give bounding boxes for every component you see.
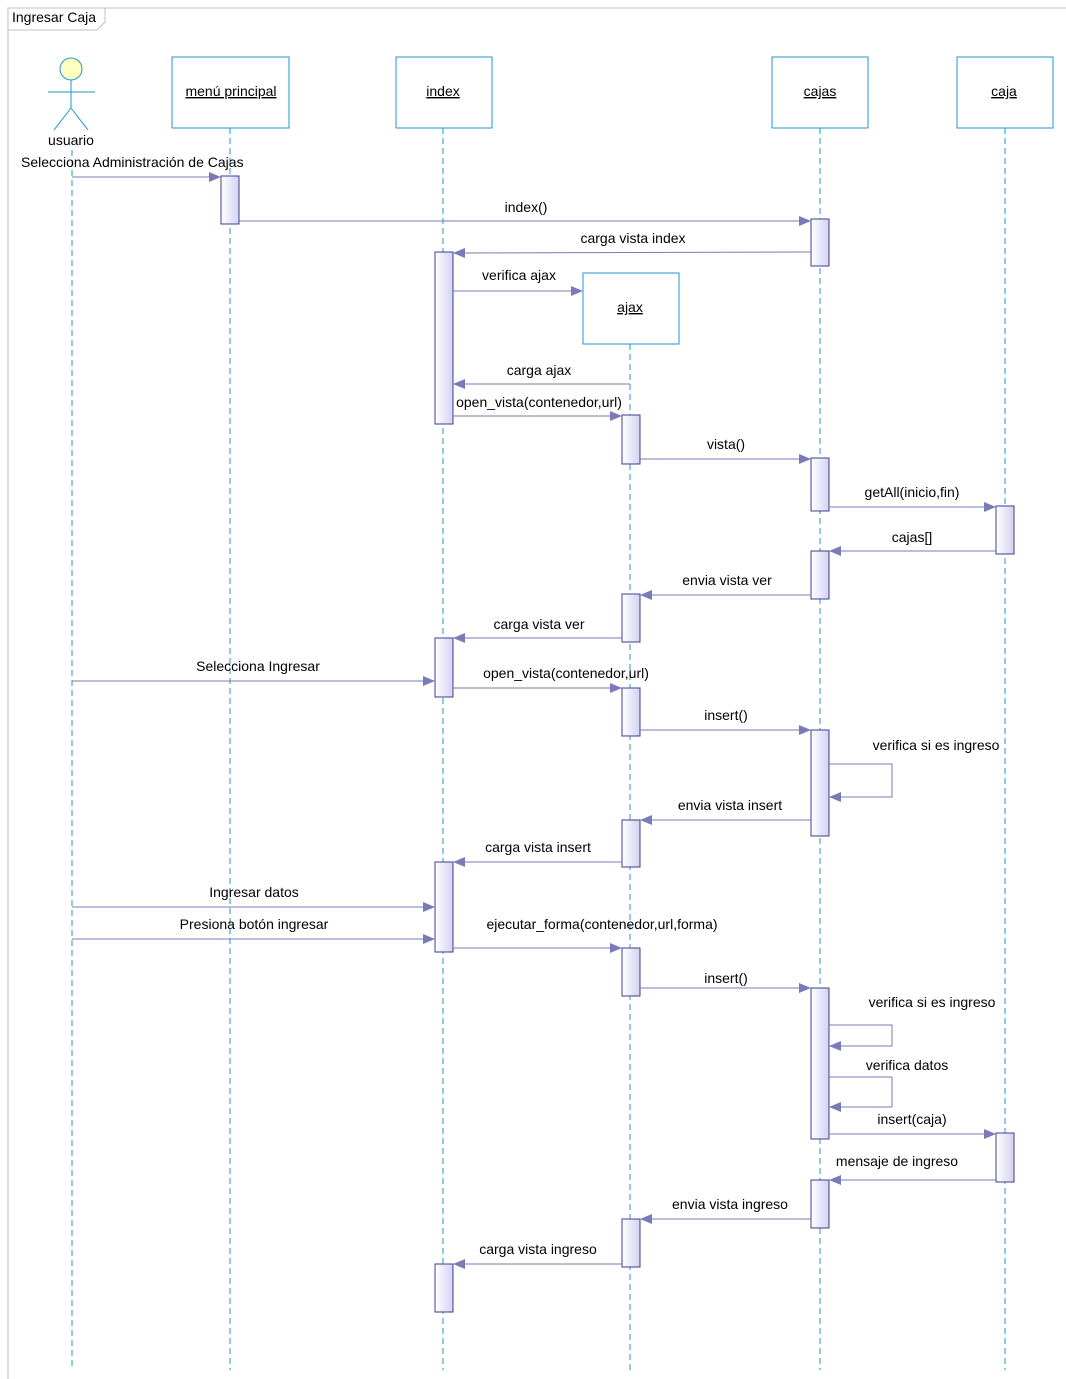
activation-bar [621, 947, 641, 997]
activation-bar [434, 637, 454, 698]
message-label: getAll(inicio,fin) [865, 484, 960, 500]
message-label: insert() [704, 970, 748, 986]
frame: Ingresar Caja [7, 7, 1066, 1379]
activation-bar [810, 987, 830, 1140]
actor-head [59, 57, 83, 81]
lifeline-lines [71, 128, 1006, 1370]
message-label: insert(caja) [877, 1111, 946, 1127]
lifeline-box-index[interactable]: index [395, 56, 493, 129]
activation-bar [434, 251, 454, 425]
lifeline-box-ajax[interactable]: ajax [582, 272, 680, 345]
message-label: insert() [704, 707, 748, 723]
message-label: mensaje de ingreso [836, 1153, 958, 1169]
message-label: carga ajax [507, 362, 572, 378]
lifeline-label-cajas: cajas [804, 83, 837, 99]
actor-usuario[interactable]: usuario [48, 57, 95, 148]
message-arrow [453, 247, 812, 258]
message-label: Ingresar datos [209, 884, 299, 900]
message-label: vista() [707, 436, 745, 452]
activation-bar [995, 1132, 1015, 1183]
activation-bar [621, 1218, 641, 1268]
message-label: open_vista(contenedor,url) [456, 394, 622, 410]
lifeline-label-caja: caja [991, 83, 1017, 99]
message-label: Selecciona Administración de Cajas [21, 154, 244, 170]
lifeline-label-menu: menú principal [185, 83, 276, 99]
lifeline-box-menu[interactable]: menú principal [171, 56, 290, 129]
lifeline-box-caja[interactable]: caja [956, 56, 1054, 129]
activation-bar [621, 687, 641, 737]
activation-bar [434, 1263, 454, 1313]
lifeline-box-cajas[interactable]: cajas [771, 56, 869, 129]
activation-bar [810, 729, 830, 837]
self-message-arrow [829, 763, 893, 802]
activation-bar [434, 861, 454, 953]
activation-bars [220, 175, 1015, 1313]
message-label: carga vista ver [493, 616, 584, 632]
message-label: envia vista ingreso [672, 1196, 788, 1212]
activation-bar [621, 819, 641, 868]
message-arrows [72, 172, 996, 1269]
message-label: verifica datos [866, 1057, 948, 1073]
message-label: Selecciona Ingresar [196, 658, 320, 674]
message-label: verifica si es ingreso [869, 994, 996, 1010]
message-label: cajas[] [892, 529, 932, 545]
activation-bar [810, 457, 830, 512]
actor-label: usuario [48, 132, 94, 148]
message-label: carga vista index [580, 230, 685, 246]
message-label: ejecutar_forma(contenedor,url,forma) [486, 916, 717, 932]
message-label: envia vista insert [678, 797, 782, 813]
self-message-arrow [829, 1076, 893, 1112]
message-label: envia vista ver [682, 572, 772, 588]
activation-bar [621, 414, 641, 465]
self-message-arrow [829, 1024, 893, 1051]
message-label: open_vista(contenedor,url) [483, 665, 649, 681]
activation-bar [810, 1179, 830, 1229]
message-label: verifica ajax [482, 267, 556, 283]
message-label: Presiona botón ingresar [180, 916, 329, 932]
message-label: verifica si es ingreso [873, 737, 1000, 753]
message-label: carga vista ingreso [479, 1241, 597, 1257]
message-label: carga vista insert [485, 839, 591, 855]
activation-bar [810, 218, 830, 267]
activation-bar [220, 175, 240, 225]
message-label: index() [505, 199, 548, 215]
message-labels: Selecciona Administración de Cajas index… [21, 154, 1000, 1257]
lifeline-label-ajax: ajax [617, 299, 643, 315]
activation-bar [621, 593, 641, 643]
lifeline-label-index: index [426, 83, 459, 99]
activation-bar [995, 505, 1015, 555]
frame-title: Ingresar Caja [12, 9, 96, 25]
activation-bar [810, 550, 830, 600]
